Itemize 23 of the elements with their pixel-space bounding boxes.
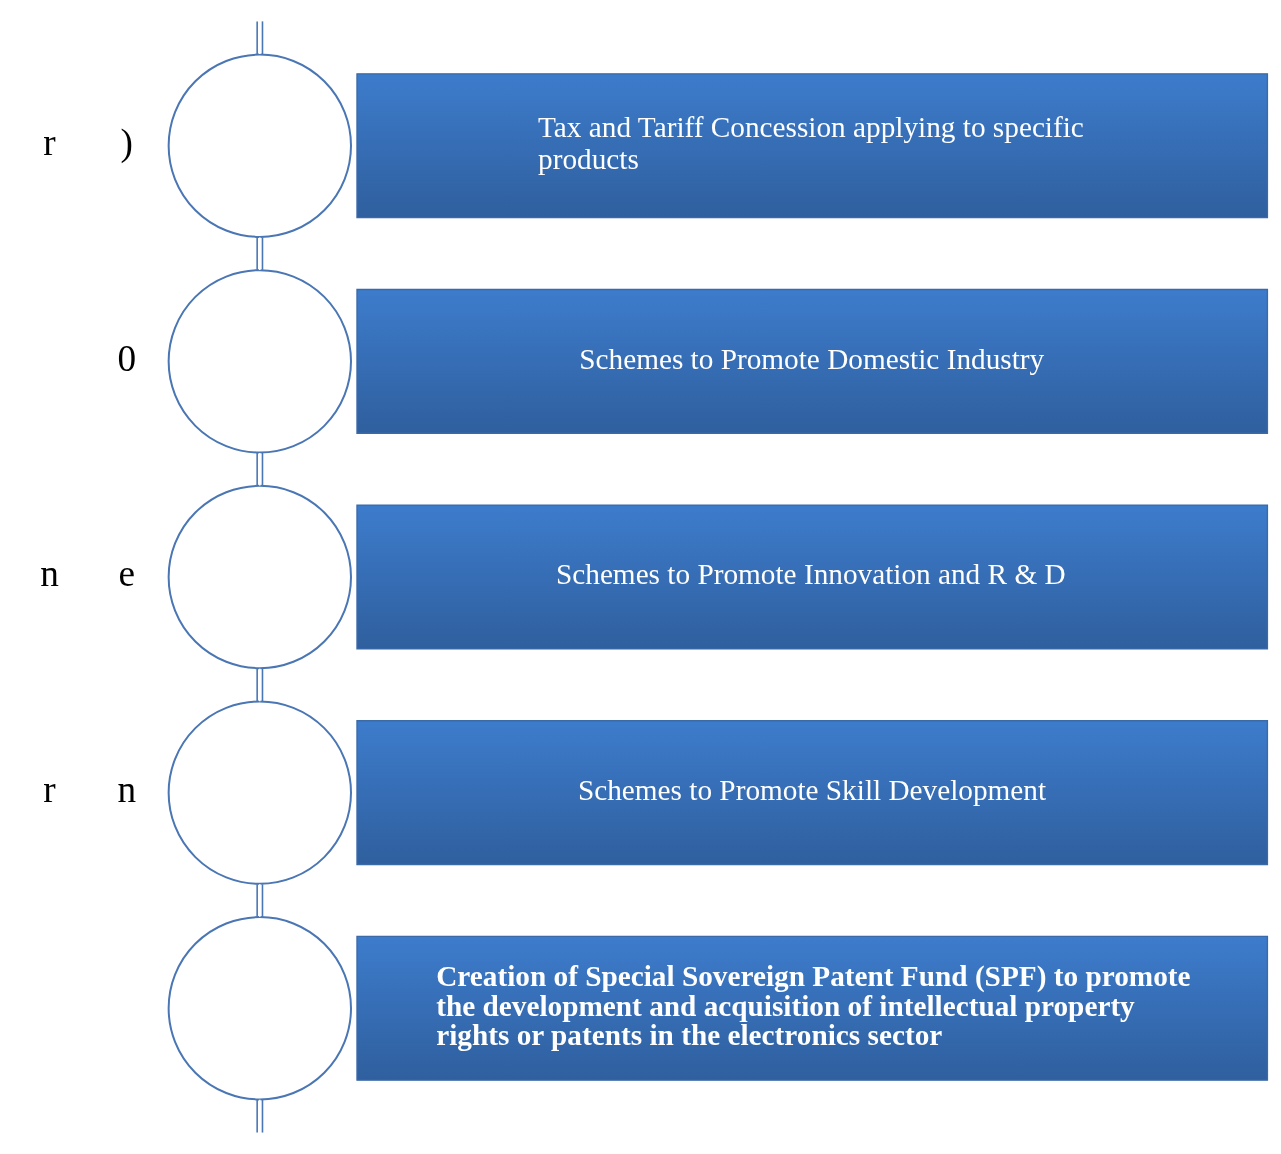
node-circle bbox=[167, 53, 352, 238]
node-circle bbox=[167, 700, 352, 885]
label: 0 bbox=[117, 337, 137, 379]
node-box: Schemes to Promote Skill Development bbox=[356, 720, 1269, 866]
node-box: Creation of Special Sovereign Patent Fund (SPF) to promote the development and acquisition of intellectual property rights or patents in the electronics sector bbox=[356, 935, 1269, 1081]
label: e bbox=[118, 553, 135, 595]
connector bbox=[256, 1098, 264, 1134]
connector bbox=[256, 883, 264, 918]
label: n bbox=[40, 553, 59, 595]
label: ) bbox=[120, 121, 133, 163]
label: r bbox=[43, 121, 56, 163]
connector bbox=[256, 452, 264, 487]
node-box: Tax and Tariff Concession applying to specific products bbox=[356, 73, 1269, 219]
connector bbox=[256, 667, 264, 702]
node-box: Schemes to Promote Innovation and R & D bbox=[356, 504, 1269, 650]
label: r bbox=[43, 768, 56, 810]
node-circle bbox=[167, 484, 352, 670]
node-box: Schemes to Promote Domestic Industry bbox=[356, 288, 1269, 434]
node-circle bbox=[167, 916, 352, 1101]
connector bbox=[256, 20, 264, 55]
connector bbox=[256, 236, 264, 271]
node-circle bbox=[167, 269, 352, 454]
label: n bbox=[117, 768, 137, 810]
